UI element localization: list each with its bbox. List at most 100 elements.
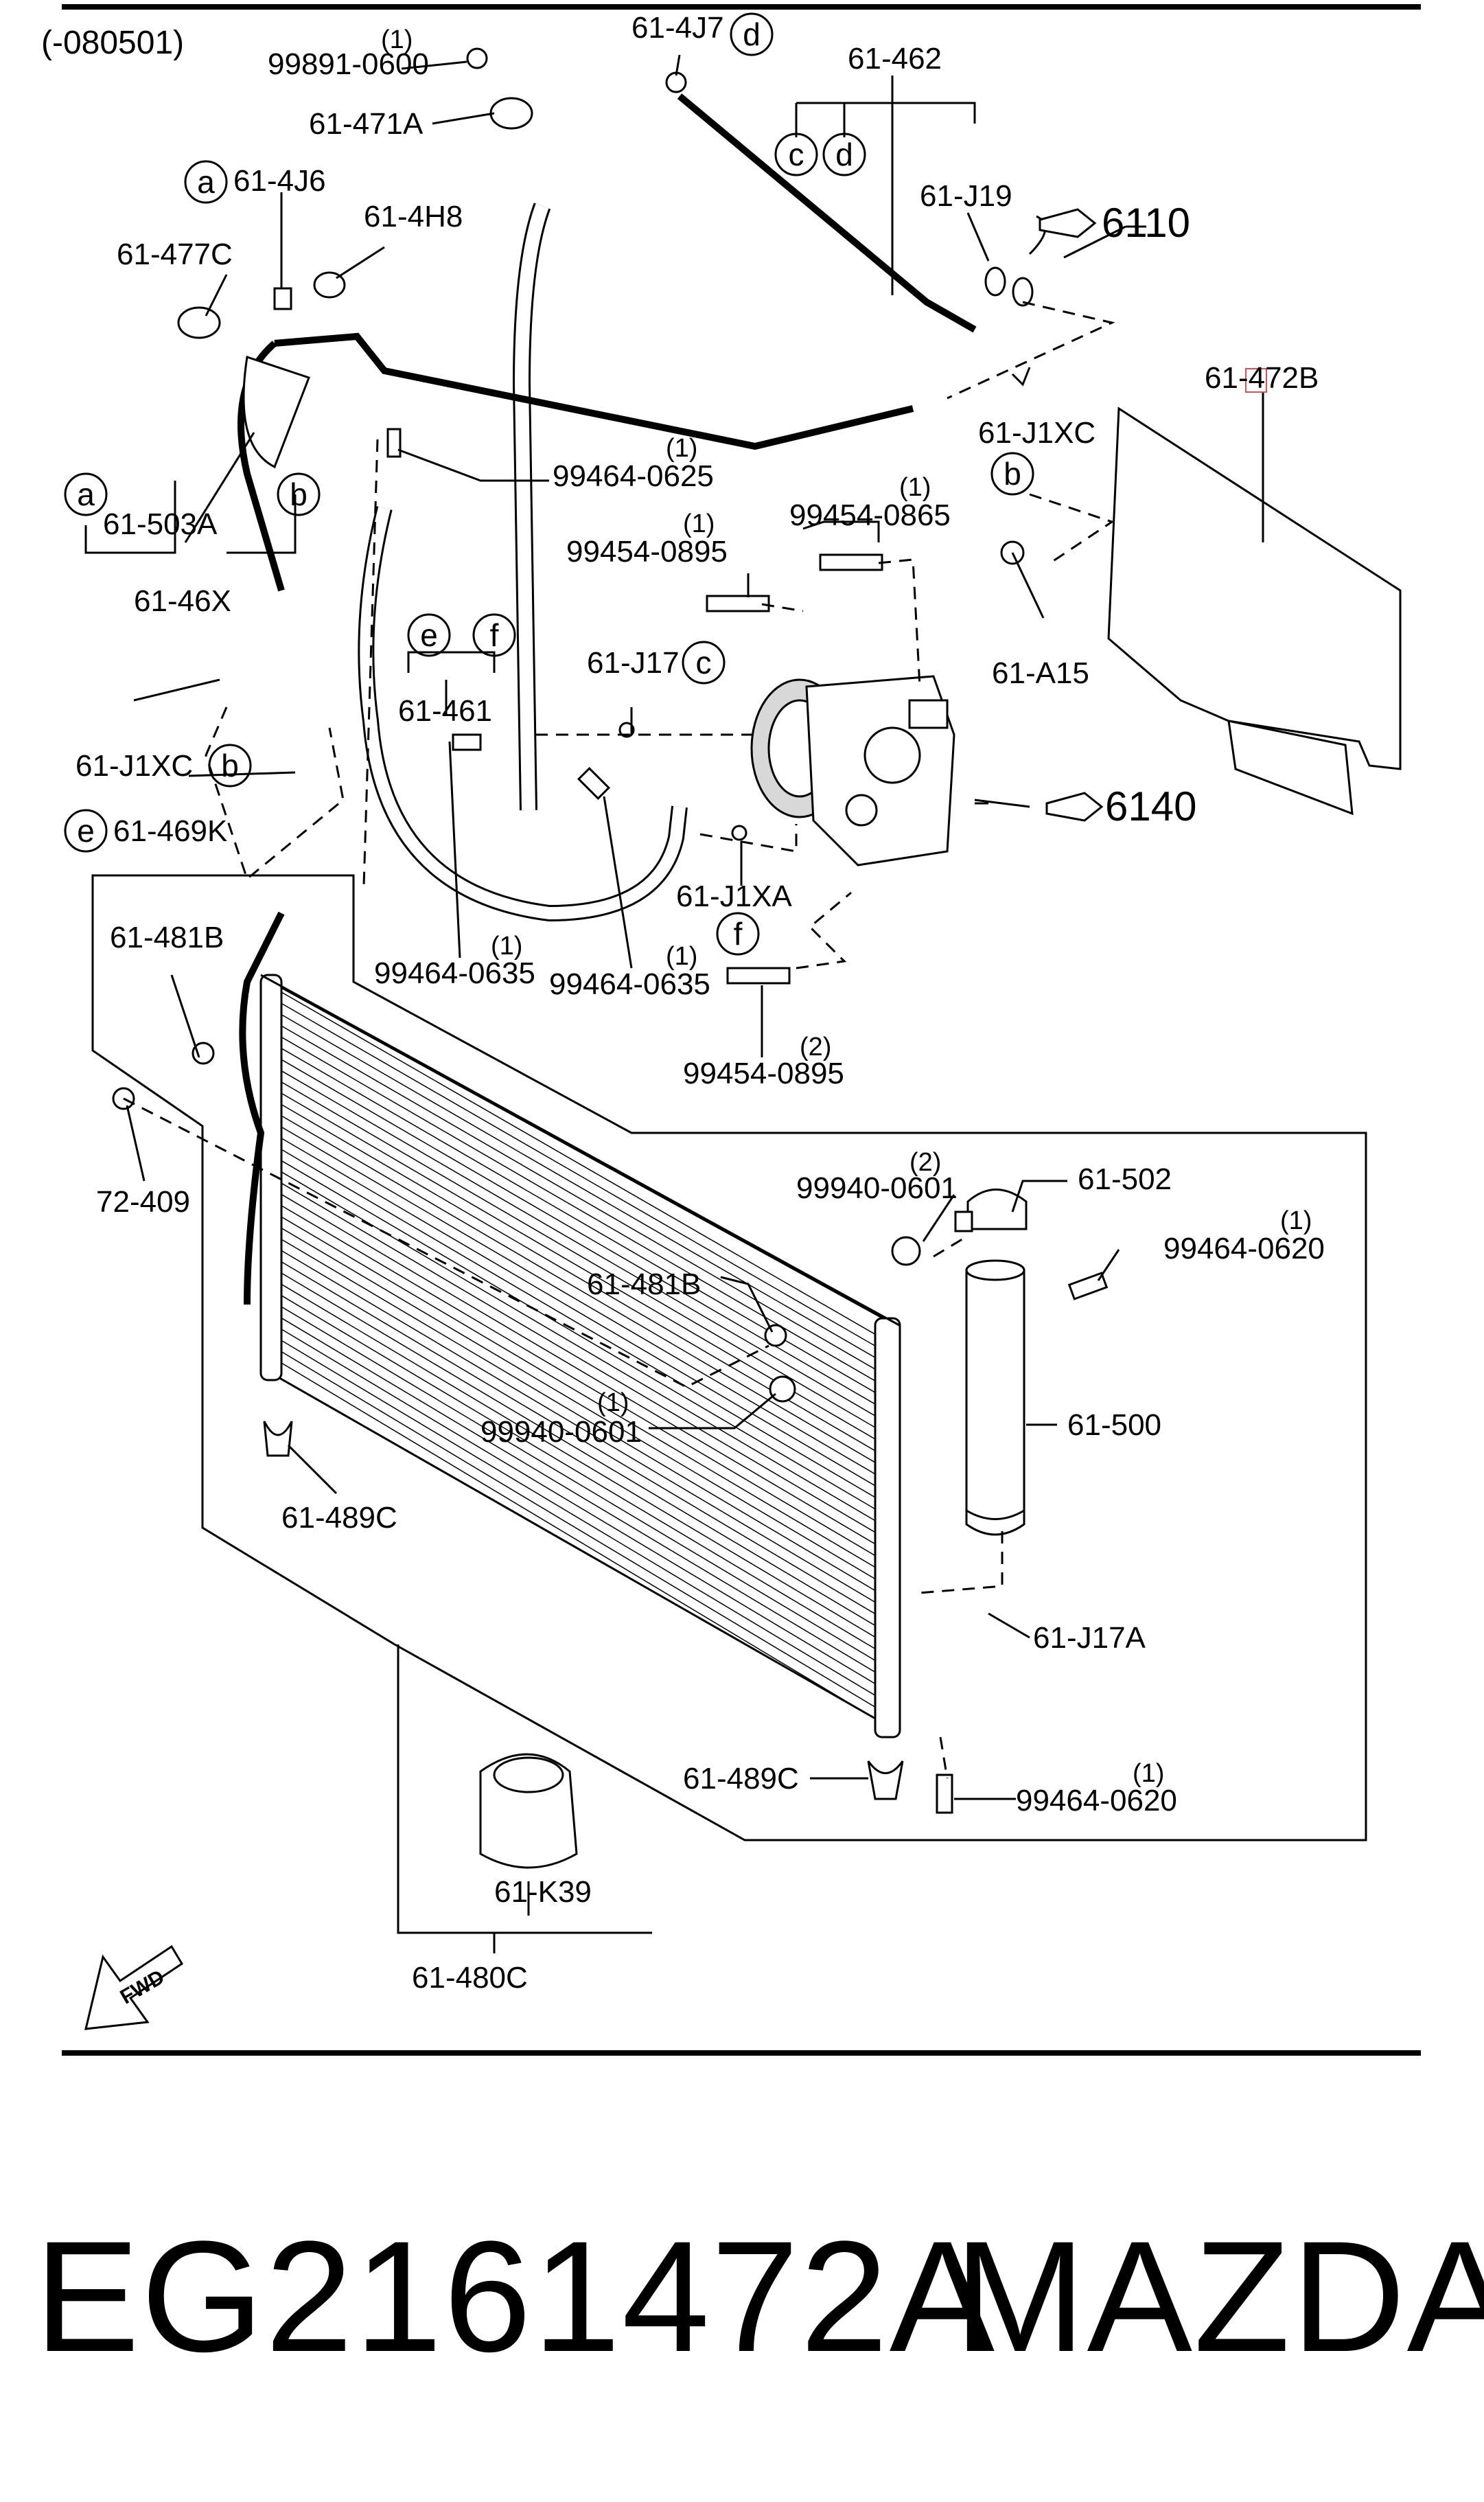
condenser-fin [281,1340,878,1697]
label-99464-0620-a: 99464-0620 [1163,1232,1325,1265]
svg-text:(2): (2) [800,1033,831,1061]
label-61-K39: 61-K39 [494,1875,592,1909]
condenser-fin [281,1160,878,1511]
hoses [237,93,977,1305]
svg-text:(1): (1) [491,932,522,961]
svg-text:(1): (1) [1133,1759,1164,1788]
svg-text:(1): (1) [381,25,413,54]
label-61-502: 61-502 [1078,1162,1172,1196]
condenser-fin [281,1025,878,1371]
air-guide-panel [1107,406,1402,816]
svg-text:(1): (1) [666,434,697,463]
label-61-481B-top: 61-481B [110,921,224,954]
svg-text:(1): (1) [899,473,931,502]
compressor [750,675,955,866]
label-61-J1XC-top: 61-J1XC [978,416,1095,450]
circle-b-right: b [1004,456,1021,492]
label-61-471A: 61-471A [309,107,424,141]
label-99464-0635-b: 99464-0635 [549,967,710,1001]
ac-parts-diagram: (-080501) [41,4,1421,2056]
part-number: EG2161472A [34,2208,997,2385]
condenser-fin [281,1149,878,1500]
label-99464-0635-a: 99464-0635 [374,956,535,990]
condenser-fin [281,1216,878,1570]
label-61-46X: 61-46X [134,584,231,618]
condenser-fin [281,1070,878,1418]
condenser-fin [281,1306,878,1662]
label-61-477C: 61-477C [117,238,233,271]
label-99454-0865: 99454-0865 [789,498,951,532]
svg-text:(1): (1) [1280,1206,1312,1235]
label-61-J19: 61-J19 [920,179,1012,213]
label-61-J17: 61-J17 [587,646,680,680]
label-99940-0601-b: 99940-0601 [480,1415,642,1449]
circle-e-2: e [77,813,95,849]
condenser-fin [281,1193,878,1546]
circle-b-left: b [290,477,308,512]
condenser-fin [281,1014,878,1359]
label-61-462: 61-462 [848,42,942,76]
ref-6140: 6140 [1105,783,1196,829]
label-99454-0895-b: 99454-0895 [683,1057,844,1090]
condenser-fin [281,1272,878,1627]
label-99940-0601-a: 99940-0601 [796,1171,958,1205]
label-61-480C: 61-480C [412,1961,528,1995]
svg-text:(2): (2) [909,1148,941,1177]
label-99454-0895-a: 99454-0895 [566,535,728,569]
condenser-fin [281,1205,878,1558]
label-61-489C-left: 61-489C [281,1501,397,1535]
date-code: (-080501) [41,25,184,61]
circle-e-1: e [420,617,438,653]
leader-lines [84,54,1264,1953]
label-61-J1XC-left: 61-J1XC [76,749,193,783]
condenser-fin [281,1261,878,1616]
circle-f-2: f [734,916,743,952]
condenser-fins [281,991,878,1721]
dashed-guides [123,301,1115,1779]
label-61-481B-mid: 61-481B [587,1267,701,1301]
condenser-fin [281,1317,878,1674]
label-72-409: 72-409 [96,1185,190,1219]
part-labels: (1) 99891-0600 61-471A 61-4J7 61-462 61-… [76,11,1325,1995]
receiver-drier [965,1259,1025,1536]
condenser-fin [281,1182,878,1535]
label-61-500: 61-500 [1067,1408,1161,1442]
brand-name: MAZDA [954,2208,1484,2385]
ref-6110: 6110 [1102,200,1190,246]
condenser-fin [281,1329,878,1686]
label-99891-0600: 99891-0600 [268,47,429,81]
circle-d-top: d [743,16,761,52]
circle-b-lower: b [221,748,239,783]
condenser-fin [281,1351,878,1709]
highlight-box [1245,368,1267,393]
svg-text:(1): (1) [683,509,715,538]
condenser-fin [281,1138,878,1488]
label-61-A15: 61-A15 [992,656,1089,690]
fwd-arrow: FWD [84,1944,184,2030]
condenser-frame [91,874,1367,1841]
label-61-4J6: 61-4J6 [233,164,326,198]
condenser-fin [281,1239,878,1592]
condenser-fin [281,991,878,1336]
label-61-489C-bottom: 61-489C [683,1762,799,1795]
label-99464-0625: 99464-0625 [553,459,714,493]
label-61-4H8: 61-4H8 [364,200,463,233]
circle-a-top: a [197,164,215,200]
condenser-fin [281,1227,878,1581]
circle-callouts: d c d a b a b e f c b e f [64,12,1034,956]
condenser [259,974,901,1738]
svg-text:(1): (1) [597,1388,629,1417]
circle-a-left: a [77,477,95,512]
small-parts [112,47,1109,1869]
condenser-fin [281,1059,878,1406]
condenser-fin [281,1250,878,1604]
label-61-461: 61-461 [398,694,492,728]
label-61-503A: 61-503A [103,507,218,541]
label-61-J1XA: 61-J1XA [676,880,792,913]
condenser-fin [281,1295,878,1651]
condenser-fin [281,1362,878,1721]
drier-bracket [954,1189,1028,1232]
circle-d-1: d [835,137,853,172]
ref-arrows [975,208,1146,822]
condenser-fin [281,1283,878,1639]
